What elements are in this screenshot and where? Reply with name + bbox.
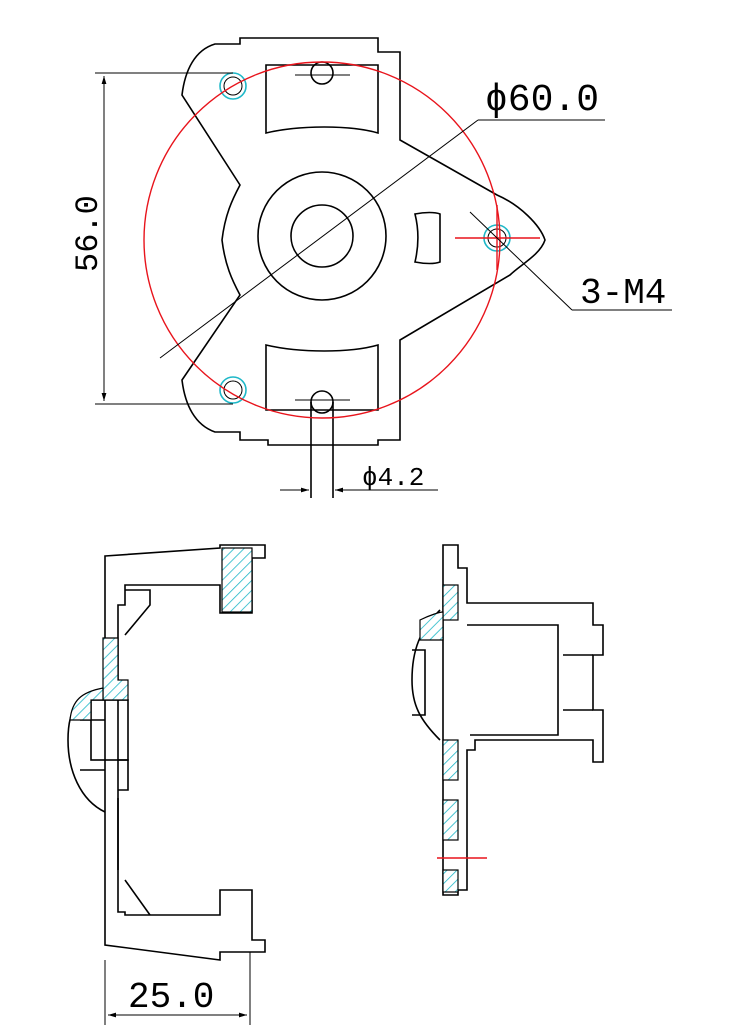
left-inner-block — [90, 699, 129, 761]
side-view-left-outline — [104, 544, 266, 961]
width-dimension: 25.0 — [128, 977, 214, 1018]
central-boss-outer — [257, 171, 387, 301]
top-view: ϕ60.0 56.0 3-M4 ϕ4.2 — [70, 37, 672, 498]
thread-callout: 3-M4 — [580, 273, 666, 314]
top-view-body-outline — [181, 37, 546, 446]
central-boss-inner — [290, 204, 354, 268]
side-slot — [414, 211, 441, 265]
side-view-right — [411, 544, 604, 896]
hatch-mid — [102, 637, 129, 701]
height-dimension: 56.0 — [70, 195, 107, 272]
m4-hole-bottom-left — [219, 376, 247, 404]
side-view-left: 25.0 — [67, 544, 266, 1025]
hatch-top — [221, 547, 253, 613]
bottom-slot — [265, 343, 379, 411]
top-slot — [265, 64, 379, 135]
side-view-right-outline — [442, 544, 604, 896]
pitch-circle — [143, 61, 501, 419]
pitch-circle-dimension: ϕ60.0 — [485, 79, 599, 122]
hole-dimension: ϕ4.2 — [362, 463, 424, 493]
